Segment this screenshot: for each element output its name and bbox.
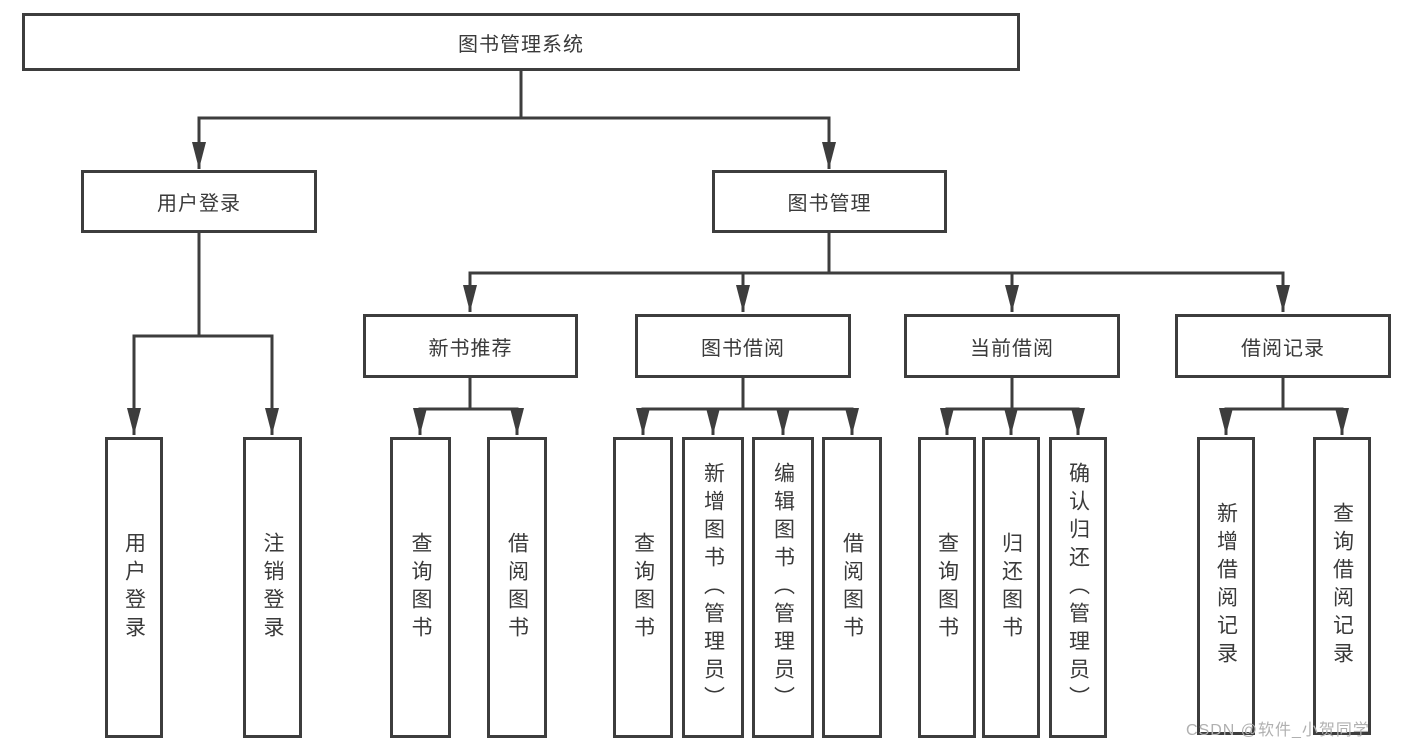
node-label: 借阅图书 xyxy=(505,531,529,644)
node-label: 借阅图书 xyxy=(840,531,864,644)
node-label: 归还图书 xyxy=(999,531,1023,644)
node-label: 注销登录 xyxy=(261,531,284,644)
node-label: 查询图书 xyxy=(409,531,432,644)
node-label: 图书借阅 xyxy=(701,337,785,360)
node-label: 借阅记录 xyxy=(1241,337,1325,360)
node-borrow-add-books-admin: 新增图书（管理员） xyxy=(682,437,744,738)
node-borrow-borrow-books: 借阅图书 xyxy=(822,437,882,738)
node-label: 查询借阅记录 xyxy=(1330,502,1354,670)
node-new-book-recommend: 新书推荐 xyxy=(363,314,578,378)
node-user-login: 用户登录 xyxy=(105,437,163,738)
node-book-borrowing: 图书借阅 xyxy=(635,314,851,378)
node-current-query-books: 查询图书 xyxy=(918,437,976,738)
node-borrow-query-books: 查询图书 xyxy=(613,437,673,738)
node-label: 图书管理 xyxy=(787,193,872,215)
node-label: 用户登录 xyxy=(122,531,146,644)
node-library-system: 图书管理系统 xyxy=(22,13,1020,71)
node-label: 用户登录 xyxy=(157,193,241,215)
node-newrec-borrow-books: 借阅图书 xyxy=(487,437,547,738)
node-label: 新书推荐 xyxy=(428,337,513,360)
node-book-management: 图书管理 xyxy=(712,170,947,233)
node-label: 图书管理系统 xyxy=(458,33,584,56)
node-label: 查询图书 xyxy=(935,531,959,644)
node-borrow-records: 借阅记录 xyxy=(1175,314,1391,378)
node-borrow-edit-books-admin: 编辑图书（管理员） xyxy=(752,437,814,738)
node-user-login-group: 用户登录 xyxy=(81,170,317,233)
node-label: 新增图书（管理员） xyxy=(701,461,725,714)
node-label: 当前借阅 xyxy=(970,337,1054,360)
csdn-watermark: CSDN @软件_小贺同学 xyxy=(1186,722,1370,739)
node-records-add-record: 新增借阅记录 xyxy=(1197,437,1255,735)
node-label: 查询图书 xyxy=(631,531,655,644)
node-newrec-query-books: 查询图书 xyxy=(390,437,451,738)
node-current-borrowing: 当前借阅 xyxy=(904,314,1120,378)
node-logout: 注销登录 xyxy=(243,437,302,738)
node-label: 编辑图书（管理员） xyxy=(771,461,795,714)
node-current-confirm-return-admin: 确认归还（管理员） xyxy=(1049,437,1107,738)
node-current-return-books: 归还图书 xyxy=(982,437,1040,738)
node-label: 确认归还（管理员） xyxy=(1066,461,1090,714)
node-records-query-record: 查询借阅记录 xyxy=(1313,437,1371,735)
node-label: 新增借阅记录 xyxy=(1214,502,1238,670)
